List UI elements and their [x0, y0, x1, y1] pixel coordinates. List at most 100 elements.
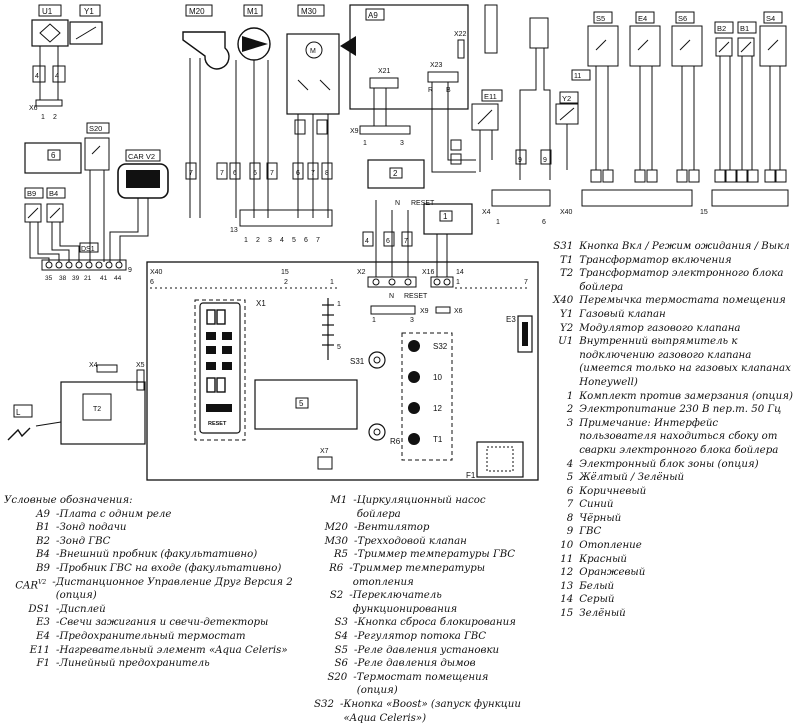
- legend-code: R5: [333, 549, 348, 561]
- x23-connector: [427, 71, 459, 83]
- svg-text:X4: X4: [89, 362, 98, 369]
- legend-desc: Предохранительный термостат: [59, 630, 246, 642]
- svg-text:1: 1: [244, 237, 248, 244]
- legend-row: S2 - Переключатель функционирования: [300, 589, 530, 616]
- svg-text:4: 4: [35, 73, 39, 80]
- legend-left: Условные обозначения: A9 - Плата с одним…: [4, 494, 314, 671]
- svg-text:X6: X6: [29, 105, 38, 112]
- svg-text:Y2: Y2: [562, 94, 571, 103]
- svg-text:6: 6: [304, 237, 308, 244]
- svg-text:E4: E4: [638, 14, 647, 23]
- legend-row: M1 - Циркуляционный насос бойлера: [300, 494, 530, 521]
- legend-row: B2 - Зонд ГВС: [4, 535, 314, 549]
- wire-tags-right: [590, 169, 787, 183]
- legend-row: M20 - Вентилятор: [300, 521, 530, 535]
- legend-row: A9 - Плата с одним реле: [4, 508, 314, 522]
- dhw-probe-b2: [715, 37, 733, 57]
- legend-row: R6 - Триммер температуры отопления: [300, 562, 530, 589]
- legend-desc: Внешний пробник (факультативно): [59, 549, 258, 561]
- legend-code: S20: [327, 671, 348, 683]
- legend-row: S20 - Термостат помещения (опция): [300, 671, 530, 698]
- svg-text:6: 6: [542, 219, 546, 226]
- svg-text:39: 39: [72, 275, 80, 282]
- legend-desc: Плата с одним реле: [59, 508, 172, 520]
- wires-left: [29, 170, 149, 262]
- flue-switch-s6: [671, 25, 703, 67]
- legend-code: 8: [566, 512, 574, 524]
- svg-text:N: N: [389, 293, 394, 300]
- legend-code: CARV2: [15, 578, 47, 591]
- x7-connector: [35, 99, 63, 107]
- svg-text:X23: X23: [430, 62, 443, 69]
- legend-row: S5 - Реле давления установки: [300, 644, 530, 658]
- legend-row: B9 - Пробник ГВС на входе (факультативно…: [4, 562, 314, 576]
- svg-text:T2: T2: [93, 406, 101, 413]
- svg-text:CAR V2: CAR V2: [128, 152, 155, 161]
- x2-connector: [711, 189, 789, 207]
- svg-text:L: L: [16, 408, 21, 417]
- svg-text:5: 5: [337, 344, 341, 351]
- legend-desc: Переключатель функционирования: [352, 590, 458, 615]
- legend-code: E4: [36, 630, 50, 642]
- svg-text:R6: R6: [390, 437, 401, 446]
- legend-desc: ГВС: [579, 526, 602, 538]
- legend-desc: Кнопка Вкл / Режим ожидания / Выкл: [579, 241, 790, 252]
- svg-text:3: 3: [268, 237, 272, 244]
- legend-desc: Термостат помещения (опция): [356, 671, 489, 697]
- svg-text:38: 38: [59, 275, 67, 282]
- svg-text:U1: U1: [42, 7, 53, 16]
- legend-code: 6: [566, 485, 574, 497]
- legend-code: S32: [314, 698, 334, 710]
- legend-row: S32 - Кнопка «Boost» (запуск функции «Aq…: [300, 698, 530, 725]
- svg-text:X21: X21: [378, 68, 391, 75]
- legend-code: 7: [566, 499, 574, 511]
- svg-text:S4: S4: [766, 14, 775, 23]
- legend-code: X40: [553, 295, 574, 307]
- svg-text:X40: X40: [560, 209, 573, 216]
- flow-regulator-s4: [759, 25, 787, 67]
- legend-desc: Жёлтый / Зелёный: [579, 472, 685, 484]
- legend-row: S4 - Регулятор потока ГВС: [300, 630, 530, 644]
- svg-text:X9: X9: [420, 308, 429, 315]
- svg-text:2: 2: [284, 279, 288, 286]
- svg-text:6: 6: [150, 279, 154, 286]
- legend-desc: Серый: [579, 594, 615, 606]
- svg-text:1: 1: [372, 317, 376, 324]
- room-thermostat-s20: [84, 137, 110, 171]
- svg-text:X7: X7: [320, 448, 329, 455]
- wires-right: [566, 56, 781, 170]
- svg-text:3: 3: [400, 140, 404, 147]
- svg-text:6: 6: [253, 170, 257, 177]
- svg-text:X2: X2: [357, 269, 366, 276]
- pressure-switch-s5: [587, 25, 619, 67]
- x10-terminals: [430, 276, 454, 288]
- svg-text:R: R: [428, 87, 433, 94]
- svg-text:12: 12: [433, 404, 442, 413]
- svg-text:X9: X9: [350, 128, 359, 135]
- legend-code: M30: [324, 535, 348, 547]
- svg-text:2: 2: [53, 114, 57, 121]
- svg-text:S20: S20: [89, 124, 102, 133]
- legend-row: F1 - Линейный предохранитель: [4, 657, 314, 671]
- legend-code: 3: [566, 417, 574, 429]
- svg-text:E11: E11: [484, 92, 497, 101]
- legend-code: 1: [566, 390, 574, 402]
- x6-connector: [136, 369, 145, 391]
- legend-code: A9: [36, 508, 50, 520]
- wire-tags: [185, 119, 333, 180]
- svg-text:6: 6: [296, 170, 300, 177]
- svg-text:S5: S5: [596, 14, 605, 23]
- remote-control-car-v2: [117, 163, 169, 199]
- fuse-stack: [322, 298, 334, 360]
- svg-text:F1: F1: [466, 471, 476, 480]
- svg-text:7: 7: [404, 238, 408, 245]
- legend-code: 10: [560, 540, 574, 552]
- legend-row: CARV2 - Дистанционное Управление Друг Ве…: [4, 576, 314, 603]
